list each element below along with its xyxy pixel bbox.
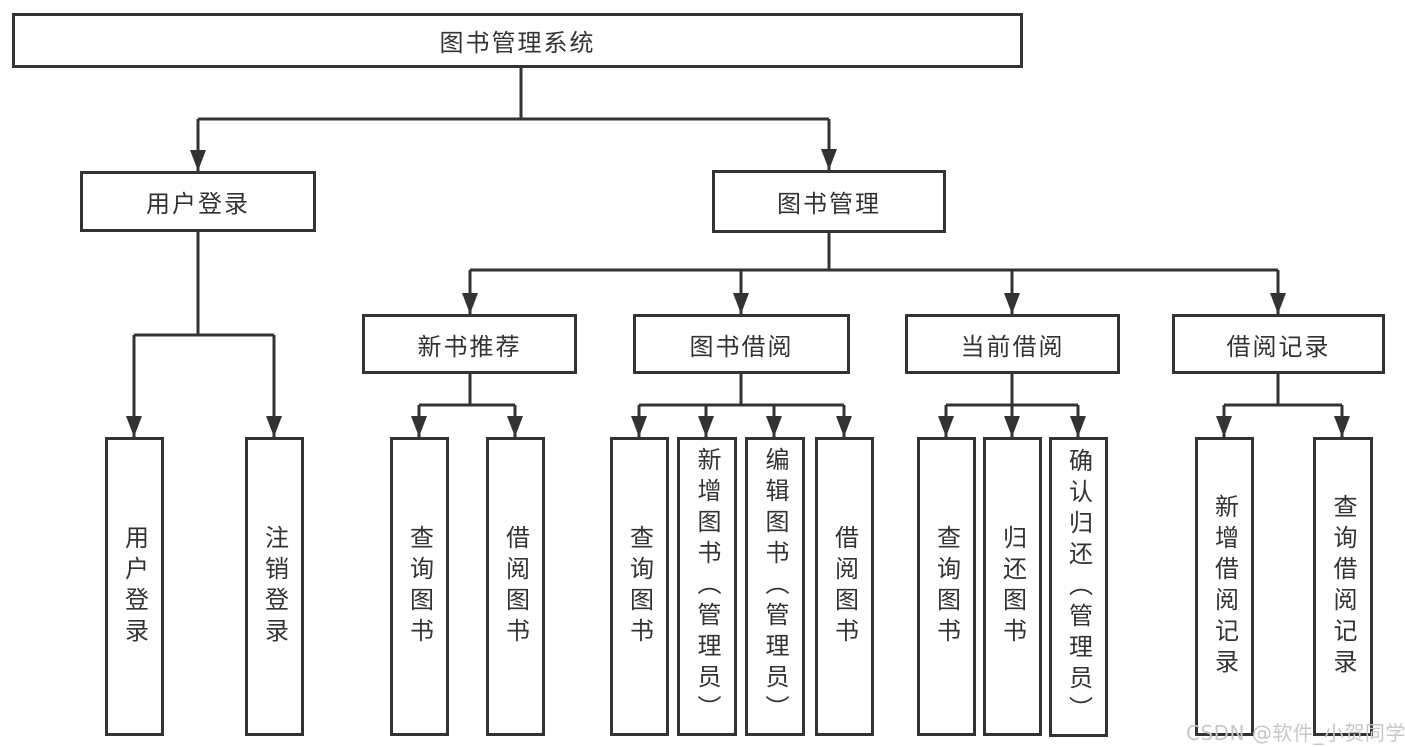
leaf-edit-book-admin: 编辑图书（管理员）	[745, 437, 805, 736]
node-label: 用户登录	[120, 524, 149, 649]
leaf-logout: 注销登录	[245, 437, 304, 736]
node-label: 查询图书	[625, 524, 654, 649]
node-label: 编辑图书（管理员）	[761, 447, 789, 726]
node-label: 借阅图书	[501, 524, 530, 649]
leaf-borrowing-query-books: 查询图书	[610, 437, 669, 736]
node-label: 新增图书（管理员）	[693, 447, 721, 726]
leaf-return-books: 归还图书	[983, 437, 1042, 736]
node-label: 新增借阅记录	[1210, 493, 1239, 680]
leaf-add-borrow-record: 新增借阅记录	[1195, 437, 1254, 736]
node-new-book-recommend: 新书推荐	[362, 314, 577, 374]
csdn-watermark: CSDN @软件_小贺同学	[1186, 721, 1405, 745]
leaf-current-query-books: 查询图书	[917, 437, 976, 736]
leaf-add-book-admin: 新增图书（管理员）	[677, 437, 737, 736]
node-label: 用户登录	[146, 190, 250, 218]
node-label: 查询借阅记录	[1329, 493, 1357, 680]
arrowheads	[126, 149, 1350, 437]
node-label: 借阅图书	[830, 524, 859, 649]
node-borrowing-records: 借阅记录	[1172, 314, 1385, 374]
leaf-user-login: 用户登录	[105, 437, 164, 736]
node-current-borrowing: 当前借阅	[905, 314, 1120, 374]
node-book-borrowing: 图书借阅	[633, 314, 850, 374]
node-user-login: 用户登录	[80, 171, 316, 232]
node-label: 归还图书	[998, 524, 1027, 649]
node-label: 注销登录	[260, 524, 289, 649]
node-label: 查询图书	[405, 524, 434, 649]
node-label: 新书推荐	[417, 332, 522, 361]
node-library-system: 图书管理系统	[12, 13, 1023, 68]
node-label: 图书借阅	[689, 332, 794, 361]
node-label: 查询图书	[932, 524, 961, 649]
leaf-recommend-borrow-books: 借阅图书	[486, 437, 545, 736]
node-book-management: 图书管理	[712, 170, 946, 233]
leaf-recommend-query-books: 查询图书	[390, 437, 449, 736]
node-label: 借阅记录	[1226, 332, 1331, 361]
node-label: 图书管理	[777, 190, 881, 218]
leaf-confirm-return-admin: 确认归还（管理员）	[1049, 437, 1108, 737]
node-label: 当前借阅	[960, 332, 1065, 361]
leaf-query-borrow-record: 查询借阅记录	[1313, 437, 1373, 736]
node-label: 图书管理系统	[439, 29, 596, 57]
node-label: 确认归还（管理员）	[1064, 447, 1093, 727]
leaf-borrowing-borrow-books: 借阅图书	[815, 437, 874, 736]
